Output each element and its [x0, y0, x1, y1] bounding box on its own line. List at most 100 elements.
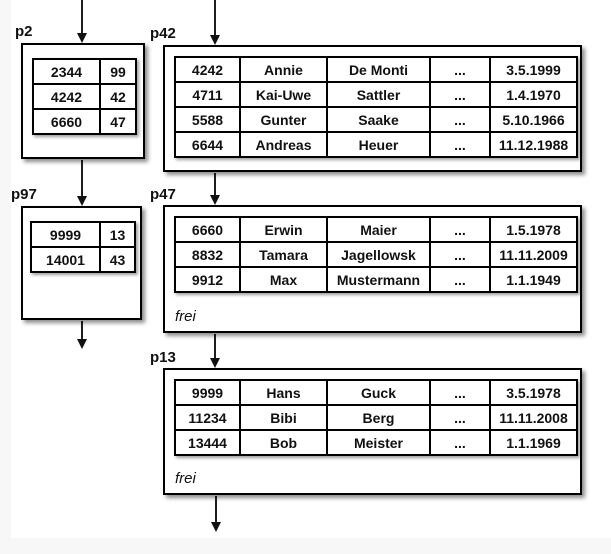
index-page-p97: 9999 13 14001 43 — [21, 206, 142, 320]
ellipsis-cell: ... — [429, 379, 491, 406]
arrow-into-p2-icon — [77, 0, 87, 43]
date-cell: 1.1.1969 — [489, 429, 578, 456]
data-page-p47: 6660 Erwin Maier ... 1.5.1978 8832 Tamar… — [163, 205, 582, 333]
record-row: 9999 Hans Guck ... 3.5.1978 — [174, 379, 578, 406]
id-cell: 6660 — [174, 216, 241, 243]
ellipsis-cell: ... — [429, 216, 491, 243]
lastname-cell: De Monti — [326, 56, 431, 83]
firstname-cell: Gunter — [239, 106, 328, 133]
key-cell: 6660 — [32, 108, 101, 135]
index-row: 2344 99 — [32, 58, 137, 85]
arrow-p42-to-p47-icon — [210, 173, 220, 205]
key-cell: 9999 — [30, 221, 101, 248]
date-cell: 3.5.1978 — [489, 379, 578, 406]
key-cell: 4242 — [32, 83, 101, 110]
ellipsis-cell: ... — [429, 266, 491, 293]
index-table-p2: 2344 99 4242 42 6660 47 — [32, 58, 137, 135]
index-page-p2: 2344 99 4242 42 6660 47 — [21, 43, 145, 159]
id-cell: 11234 — [174, 404, 241, 431]
firstname-cell: Annie — [239, 56, 328, 83]
page-ref-cell: 42 — [99, 83, 137, 110]
id-cell: 9999 — [174, 379, 241, 406]
arrow-p47-to-p13-icon — [210, 334, 220, 368]
page-label-p2: p2 — [15, 23, 33, 40]
record-table-p47: 6660 Erwin Maier ... 1.5.1978 8832 Tamar… — [174, 216, 578, 293]
id-cell: 9912 — [174, 266, 241, 293]
ellipsis-cell: ... — [429, 131, 491, 158]
record-row: 4242 Annie De Monti ... 3.5.1999 — [174, 56, 578, 83]
id-cell: 4242 — [174, 56, 241, 83]
record-table-p13: 9999 Hans Guck ... 3.5.1978 11234 Bibi B… — [174, 379, 578, 456]
date-cell: 11.11.2008 — [489, 404, 578, 431]
ellipsis-cell: ... — [429, 404, 491, 431]
lastname-cell: Heuer — [326, 131, 431, 158]
data-page-p42: 4242 Annie De Monti ... 3.5.1999 4711 Ka… — [163, 45, 582, 172]
ellipsis-cell: ... — [429, 81, 491, 108]
firstname-cell: Max — [239, 266, 328, 293]
arrow-p13-out-icon — [211, 496, 221, 532]
firstname-cell: Bob — [239, 429, 328, 456]
arrow-p2-to-p97-icon — [77, 160, 87, 206]
slide-bottom-margin — [0, 538, 611, 554]
firstname-cell: Kai-Uwe — [239, 81, 328, 108]
date-cell: 1.5.1978 — [489, 216, 578, 243]
record-row: 8832 Tamara Jagellowsk ... 11.11.2009 — [174, 241, 578, 268]
page-ref-cell: 47 — [99, 108, 137, 135]
record-row: 6660 Erwin Maier ... 1.5.1978 — [174, 216, 578, 243]
date-cell: 3.5.1999 — [489, 56, 578, 83]
page-label-p42: p42 — [150, 25, 176, 42]
index-row: 6660 47 — [32, 108, 137, 135]
record-row: 11234 Bibi Berg ... 11.11.2008 — [174, 404, 578, 431]
ellipsis-cell: ... — [429, 56, 491, 83]
id-cell: 6644 — [174, 131, 241, 158]
date-cell: 1.1.1949 — [489, 266, 578, 293]
record-row: 13444 Bob Meister ... 1.1.1969 — [174, 429, 578, 456]
record-table-p42: 4242 Annie De Monti ... 3.5.1999 4711 Ka… — [174, 56, 578, 158]
date-cell: 5.10.1966 — [489, 106, 578, 133]
ellipsis-cell: ... — [429, 429, 491, 456]
lastname-cell: Jagellowsk — [326, 241, 431, 268]
free-space-label: frei — [175, 308, 196, 325]
date-cell: 1.4.1970 — [489, 81, 578, 108]
page-label-p47: p47 — [150, 186, 176, 203]
record-row: 9912 Max Mustermann ... 1.1.1949 — [174, 266, 578, 293]
index-row: 9999 13 — [30, 221, 136, 248]
firstname-cell: Hans — [239, 379, 328, 406]
arrow-into-p42-icon — [210, 0, 220, 45]
id-cell: 8832 — [174, 241, 241, 268]
date-cell: 11.11.2009 — [489, 241, 578, 268]
lastname-cell: Maier — [326, 216, 431, 243]
page-label-p13: p13 — [150, 349, 176, 366]
record-row: 4711 Kai-Uwe Sattler ... 1.4.1970 — [174, 81, 578, 108]
page-ref-cell: 43 — [99, 246, 136, 273]
lastname-cell: Sattler — [326, 81, 431, 108]
lastname-cell: Guck — [326, 379, 431, 406]
index-row: 14001 43 — [30, 246, 136, 273]
lastname-cell: Berg — [326, 404, 431, 431]
firstname-cell: Andreas — [239, 131, 328, 158]
lastname-cell: Mustermann — [326, 266, 431, 293]
index-row: 4242 42 — [32, 83, 137, 110]
firstname-cell: Tamara — [239, 241, 328, 268]
record-row: 6644 Andreas Heuer ... 11.12.1988 — [174, 131, 578, 158]
key-cell: 14001 — [30, 246, 101, 273]
key-cell: 2344 — [32, 58, 101, 85]
ellipsis-cell: ... — [429, 241, 491, 268]
lastname-cell: Meister — [326, 429, 431, 456]
page-label-p97: p97 — [11, 186, 37, 203]
id-cell: 13444 — [174, 429, 241, 456]
ellipsis-cell: ... — [429, 106, 491, 133]
arrow-p97-out-icon — [77, 321, 87, 349]
date-cell: 11.12.1988 — [489, 131, 578, 158]
index-table-p97: 9999 13 14001 43 — [30, 221, 136, 273]
page-ref-cell: 99 — [99, 58, 137, 85]
page-ref-cell: 13 — [99, 221, 136, 248]
slide-left-margin — [0, 0, 11, 554]
record-row: 5588 Gunter Saake ... 5.10.1966 — [174, 106, 578, 133]
free-space-label: frei — [175, 470, 196, 487]
lastname-cell: Saake — [326, 106, 431, 133]
firstname-cell: Erwin — [239, 216, 328, 243]
id-cell: 4711 — [174, 81, 241, 108]
firstname-cell: Bibi — [239, 404, 328, 431]
